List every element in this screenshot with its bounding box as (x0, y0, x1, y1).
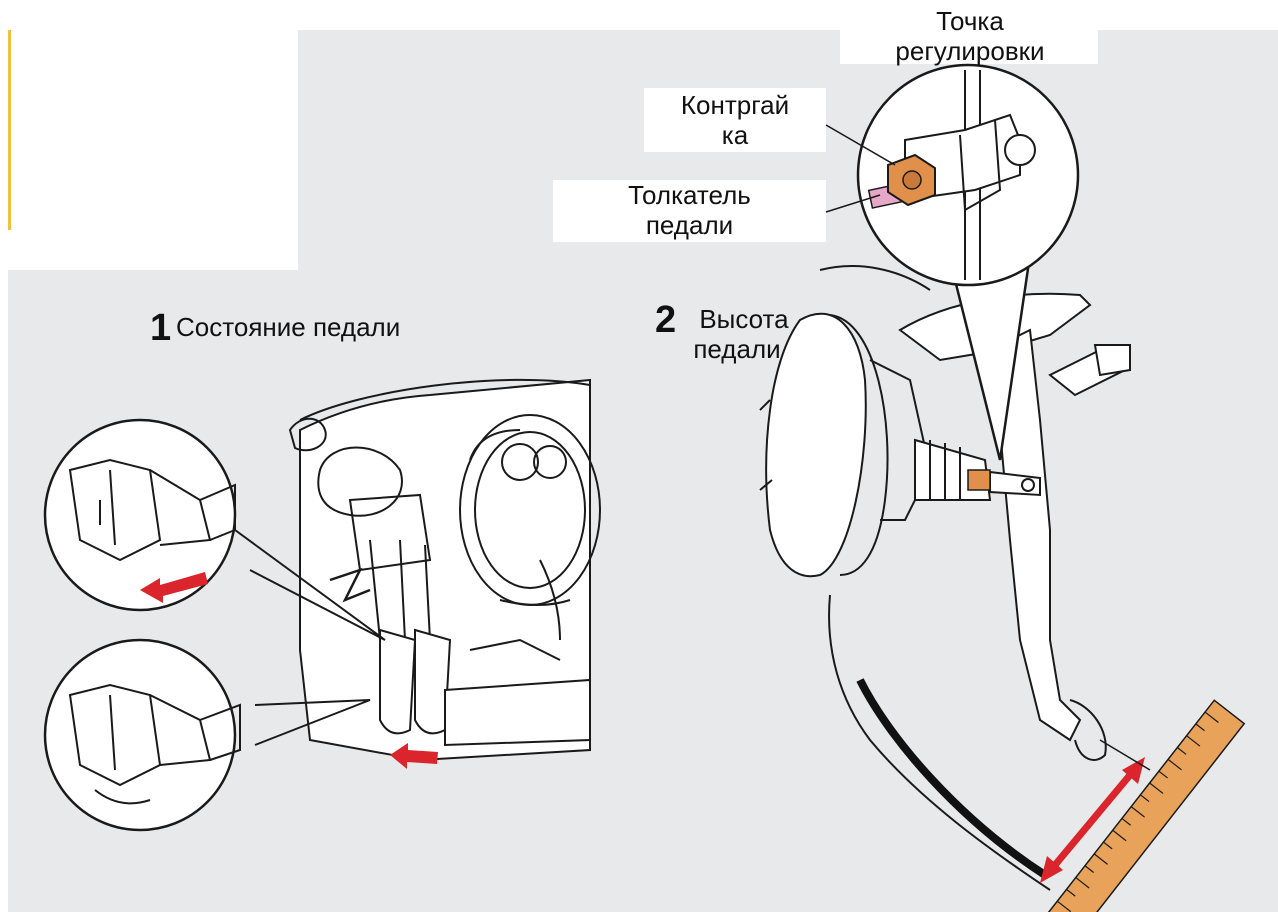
label-locknut: Контргай ка (644, 90, 826, 150)
ruler (1048, 700, 1244, 912)
label-adjust-point: Точка регулировки (860, 6, 1080, 66)
label-locknut-line2: ка (644, 120, 826, 150)
floor-mat (860, 680, 1045, 875)
step1-number: 1 (150, 308, 171, 348)
step1-title: Состояние педали (176, 312, 400, 342)
floor-line (829, 595, 1050, 890)
zoom-circle-adjust-point (858, 65, 1078, 460)
dashboard-sketch (290, 380, 600, 760)
label-pushrod: Толкатель педали (553, 180, 826, 240)
label-pushrod-line1: Толкатель (553, 180, 826, 210)
step2-title-line2: педали (672, 334, 802, 364)
label-adjust-point-line2: регулировки (860, 36, 1080, 66)
label-pushrod-line2: педали (553, 210, 826, 240)
pushrod-nut-mark (968, 470, 990, 490)
step2-title-line1: Высота (672, 304, 802, 334)
step2-title: Высота педали (672, 304, 802, 364)
brake-assembly (760, 266, 1130, 760)
label-locknut-line1: Контргай (644, 90, 826, 120)
label-adjust-point-line1: Точка (860, 6, 1080, 36)
zoom-circle-pressed (45, 640, 240, 830)
